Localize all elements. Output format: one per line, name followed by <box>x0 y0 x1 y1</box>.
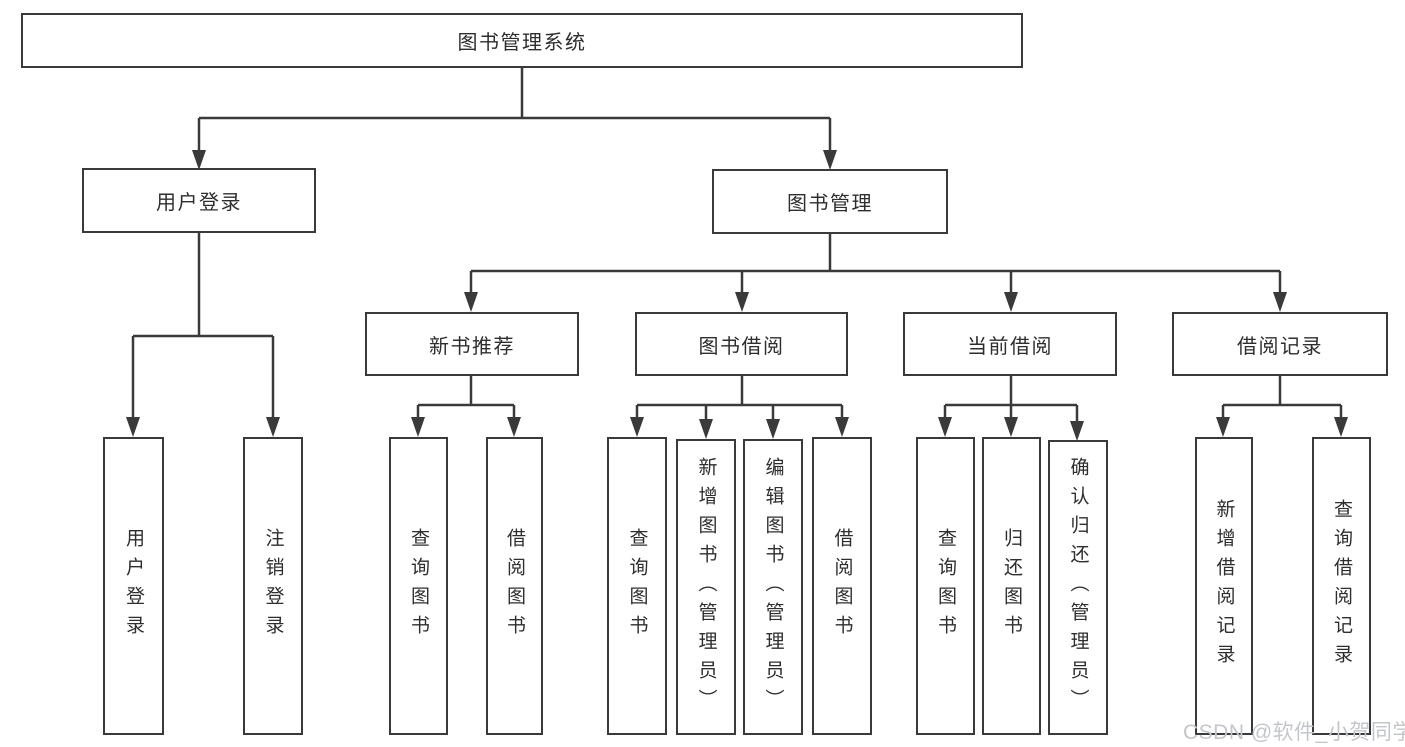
node-library-management-system: 图书管理系统 <box>21 13 1023 68</box>
node-label: 用户登录 <box>123 528 144 644</box>
node-query-books-recommend: 查询图书 <box>389 437 448 735</box>
node-label: 查询图书 <box>626 528 648 644</box>
node-logout: 注销登录 <box>243 437 303 735</box>
node-book-management: 图书管理 <box>712 169 948 234</box>
node-query-books-current: 查询图书 <box>916 437 975 735</box>
node-label: 归还图书 <box>1001 528 1022 644</box>
arrow-down-icon <box>1004 417 1018 437</box>
node-user-login-group: 用户登录 <box>82 168 316 233</box>
node-label: 新增借阅记录 <box>1213 499 1235 673</box>
node-new-book-recommendation: 新书推荐 <box>365 312 579 376</box>
arrow-down-icon <box>464 292 478 312</box>
arrow-down-icon <box>1216 417 1230 437</box>
node-label: 借阅图书 <box>504 528 525 644</box>
arrow-down-icon <box>1273 292 1287 312</box>
node-label: 借阅图书 <box>831 528 853 644</box>
arrow-down-icon <box>630 417 644 437</box>
arrow-down-icon <box>1004 292 1018 312</box>
node-query-borrow-record: 查询借阅记录 <box>1312 437 1371 735</box>
node-label: 查询图书 <box>935 528 956 644</box>
arrow-down-icon <box>266 417 280 437</box>
arrow-down-icon <box>835 417 849 437</box>
arrow-down-icon <box>411 417 425 437</box>
node-borrow-books-recommend: 借阅图书 <box>486 437 543 735</box>
node-edit-books-admin: 编辑图书（管理员） <box>743 439 803 735</box>
arrow-down-icon <box>823 150 837 170</box>
arrow-down-icon <box>192 150 206 170</box>
node-label: 查询借阅记录 <box>1331 499 1352 673</box>
arrow-down-icon <box>126 417 140 437</box>
node-current-borrowing: 当前借阅 <box>903 312 1117 376</box>
node-label: 编辑图书（管理员） <box>762 456 784 718</box>
node-query-books-borrowing: 查询图书 <box>607 437 667 735</box>
node-label: 查询图书 <box>408 528 429 644</box>
arrow-down-icon <box>735 292 749 312</box>
node-return-books: 归还图书 <box>982 437 1041 735</box>
arrow-down-icon <box>1070 421 1084 441</box>
watermark: CSDN @软件_小贺同学 <box>1183 721 1405 744</box>
arrow-down-icon <box>699 419 713 439</box>
arrowheads <box>126 150 1348 441</box>
node-label: 新增图书（管理员） <box>695 456 717 718</box>
arrow-down-icon <box>938 417 952 437</box>
node-add-books-admin: 新增图书（管理员） <box>676 439 736 735</box>
node-borrowing-records: 借阅记录 <box>1172 312 1388 376</box>
node-add-borrow-record: 新增借阅记录 <box>1195 437 1253 735</box>
node-book-borrowing: 图书借阅 <box>635 312 848 376</box>
arrow-down-icon <box>1334 417 1348 437</box>
connector-lines <box>131 68 1343 421</box>
node-label: 确认归还（管理员） <box>1067 457 1089 718</box>
arrow-down-icon <box>507 417 521 437</box>
node-confirm-return-admin: 确认归还（管理员） <box>1048 440 1108 735</box>
arrow-down-icon <box>766 419 780 439</box>
node-label: 注销登录 <box>262 528 284 644</box>
node-borrow-books: 借阅图书 <box>812 437 872 735</box>
node-user-login: 用户登录 <box>103 437 164 735</box>
